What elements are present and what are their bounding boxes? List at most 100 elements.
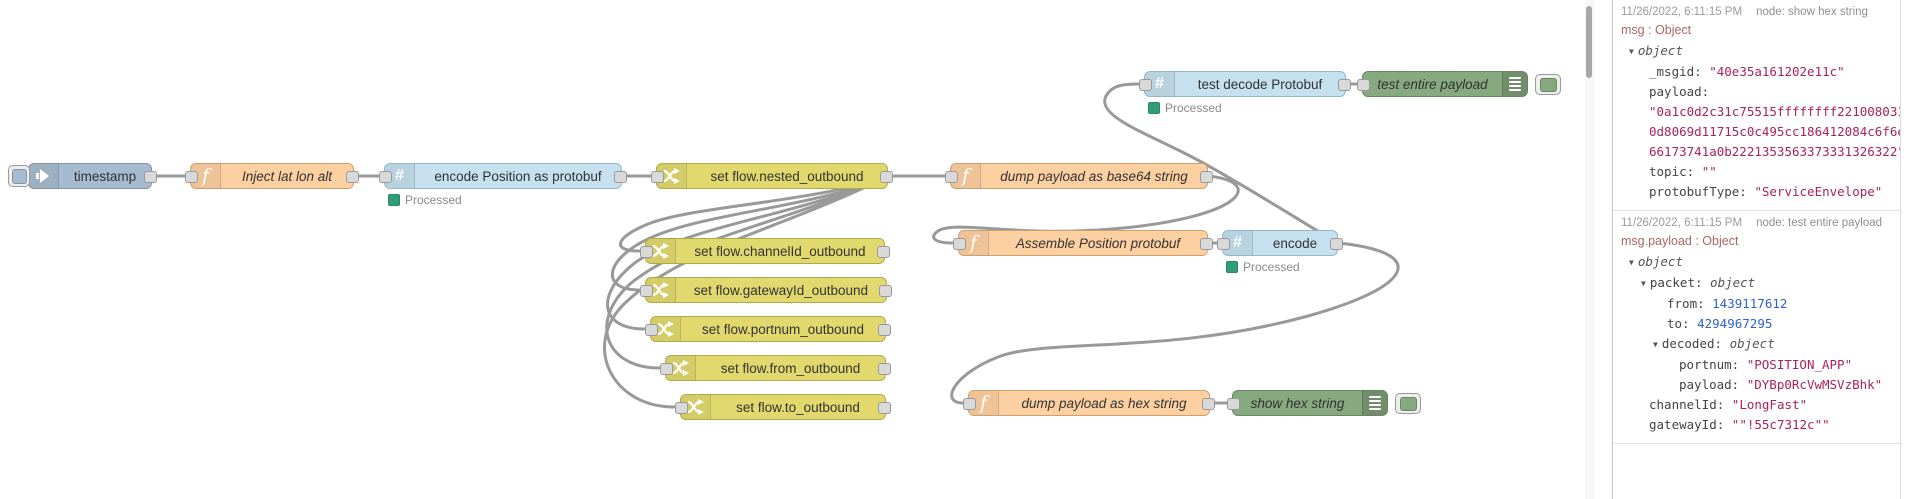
debug-key: to:	[1667, 316, 1698, 331]
console-line	[1509, 77, 1521, 79]
debug-toggle-button[interactable]	[1535, 74, 1561, 95]
inject-button[interactable]	[8, 165, 30, 187]
node-label: test decode Protobuf	[1197, 76, 1323, 92]
collapse-caret-icon[interactable]: ▼	[1653, 340, 1658, 349]
debug-value: "40e35a161202e11c"	[1709, 64, 1845, 79]
sidebar-divider[interactable]	[1612, 0, 1613, 499]
node-label: set flow.portnum_outbound	[701, 321, 865, 337]
wire-pb3-to-func4[interactable]	[950, 241, 1400, 405]
collapse-caret-icon[interactable]: ▼	[1641, 279, 1646, 288]
debug-timestamp: 11/26/2022, 6:11:15 PM	[1621, 6, 1743, 18]
collapse-caret-icon[interactable]: ▼	[1629, 258, 1634, 267]
output-port[interactable]	[879, 285, 892, 297]
status-dot	[1148, 102, 1160, 114]
status-text: Processed	[1165, 101, 1222, 115]
output-port[interactable]	[1202, 398, 1215, 410]
input-port[interactable]	[1217, 238, 1230, 250]
node-dbg2[interactable]: show hex string	[1227, 390, 1388, 416]
input-port[interactable]	[640, 246, 653, 258]
input-port[interactable]	[660, 363, 673, 375]
node-chg3[interactable]: set flow.portnum_outbound	[645, 316, 891, 342]
debug-line: channelId: "LongFast"	[1621, 395, 1897, 415]
input-port[interactable]	[1139, 79, 1152, 91]
input-port[interactable]	[640, 285, 653, 297]
node-chg0[interactable]: set flow.nested_outbound	[651, 163, 893, 189]
debug-key: _msgid:	[1649, 64, 1710, 79]
debug-line: to: 4294967295	[1621, 314, 1897, 334]
wire-chg0-to-chg4[interactable]	[605, 174, 890, 370]
node-label: Inject lat lon alt	[241, 168, 333, 184]
debug-key: gatewayId:	[1649, 417, 1732, 432]
output-port[interactable]	[877, 246, 890, 258]
input-port[interactable]	[945, 171, 958, 183]
output-port[interactable]	[1338, 79, 1351, 91]
wire-chg0-to-chg2[interactable]	[611, 174, 890, 292]
debug-value: object	[1637, 43, 1683, 58]
debug-value: ""!55c7312c""	[1731, 417, 1830, 432]
input-port[interactable]	[953, 238, 966, 250]
debug-line: ▼object	[1621, 41, 1897, 62]
input-port[interactable]	[963, 398, 976, 410]
output-port[interactable]	[1200, 238, 1213, 250]
input-port[interactable]	[379, 171, 392, 183]
debug-message-path: msg : Object	[1621, 23, 1692, 37]
output-port[interactable]	[1200, 171, 1213, 183]
node-chg1[interactable]: set flow.channelId_outbound	[640, 238, 890, 264]
wire-chg0-to-chg5[interactable]	[603, 174, 890, 409]
node-label: Assemble Position protobuf	[1015, 235, 1181, 251]
debug-toggle-button[interactable]	[1395, 393, 1421, 414]
node-chg4[interactable]: set flow.from_outbound	[660, 355, 891, 381]
debug-value: 4294967295	[1697, 316, 1773, 331]
output-port[interactable]	[878, 402, 891, 414]
output-port[interactable]	[1330, 238, 1343, 250]
wire-chg0-to-chg1[interactable]	[618, 174, 890, 253]
input-port[interactable]	[675, 402, 688, 414]
collapse-caret-icon[interactable]: ▼	[1629, 47, 1634, 56]
wire-pb3-to-pb2[interactable]	[1103, 82, 1340, 245]
output-port[interactable]	[346, 171, 359, 183]
node-chg5[interactable]: set flow.to_outbound	[675, 394, 891, 420]
output-port[interactable]	[144, 171, 157, 183]
debug-line: 0d8069d11715c0c495cc186412084c6f6e674	[1621, 122, 1901, 142]
output-port[interactable]	[614, 171, 627, 183]
node-chg2[interactable]: set flow.gatewayId_outbound	[640, 277, 892, 303]
status-text: Processed	[1243, 260, 1300, 274]
debug-key: topic:	[1649, 164, 1702, 179]
node-pb3[interactable]: #encode	[1217, 230, 1343, 256]
output-port[interactable]	[878, 363, 891, 375]
input-port[interactable]	[1227, 398, 1240, 410]
node-inject1[interactable]: timestamp	[28, 163, 157, 189]
node-pb2[interactable]: #test decode Protobuf	[1139, 71, 1351, 97]
wire-layer	[150, 82, 1400, 409]
node-dbg1[interactable]: test entire payload	[1357, 71, 1528, 97]
input-port[interactable]	[645, 324, 658, 336]
debug-key: decoded:	[1661, 336, 1730, 351]
console-line	[1369, 396, 1381, 398]
debug-value: object	[1637, 254, 1683, 269]
input-port[interactable]	[651, 171, 664, 183]
input-port[interactable]	[1357, 79, 1370, 91]
node-label: timestamp	[73, 168, 137, 184]
debug-console-icon	[1502, 72, 1527, 96]
canvas-scrollbar-thumb[interactable]	[1586, 6, 1592, 78]
debug-message-header: 11/26/2022, 6:11:15 PM node: show hex str…	[1621, 6, 1897, 18]
input-port[interactable]	[185, 171, 198, 183]
output-port[interactable]	[878, 324, 891, 336]
debug-value: 1439117612	[1712, 296, 1788, 311]
debug-source-node: node: show hex string	[1756, 6, 1868, 18]
debug-line: gatewayId: ""!55c7312c""	[1621, 415, 1897, 435]
node-status: Processed	[388, 193, 462, 207]
debug-line: ▼object	[1621, 252, 1897, 273]
output-port[interactable]	[880, 171, 893, 183]
node-label: show hex string	[1250, 395, 1345, 411]
debug-line: from: 1439117612	[1621, 294, 1897, 314]
canvas-vertical-scrollbar[interactable]	[1585, 0, 1594, 499]
debug-value: object	[1710, 275, 1756, 290]
console-line	[1509, 81, 1521, 83]
node-pb1[interactable]: #encode Position as protobuf	[379, 163, 627, 189]
